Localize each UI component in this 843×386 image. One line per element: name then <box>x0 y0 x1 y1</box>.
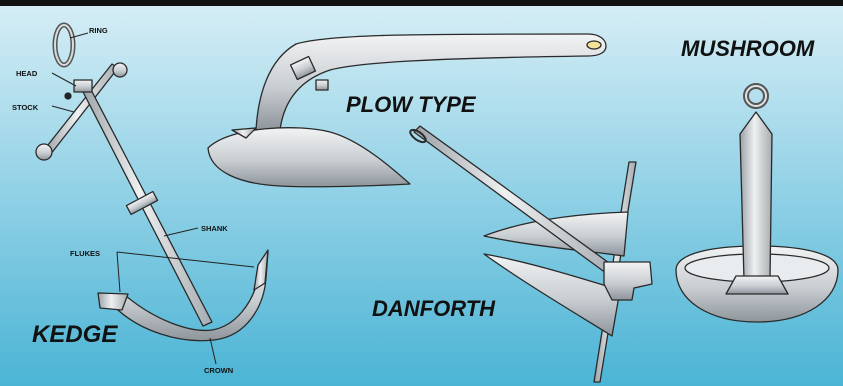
head-label: HEAD <box>16 69 38 78</box>
crown-label: CROWN <box>204 366 233 375</box>
danforth-title: DANFORTH <box>372 296 496 321</box>
top-border-bar <box>0 0 843 6</box>
stock-label: STOCK <box>12 103 39 112</box>
mushroom-title: MUSHROOM <box>681 36 815 61</box>
plow-title: PLOW TYPE <box>346 92 477 117</box>
plow-shackle-hole <box>587 41 601 49</box>
ring-label: RING <box>89 26 108 35</box>
flukes-label: FLUKES <box>70 249 100 258</box>
kedge-title: KEDGE <box>32 321 118 348</box>
kedge-head <box>74 80 92 92</box>
shank-label: SHANK <box>201 224 228 233</box>
mushroom-shank <box>740 112 772 280</box>
kedge-left-fluke <box>98 293 128 310</box>
